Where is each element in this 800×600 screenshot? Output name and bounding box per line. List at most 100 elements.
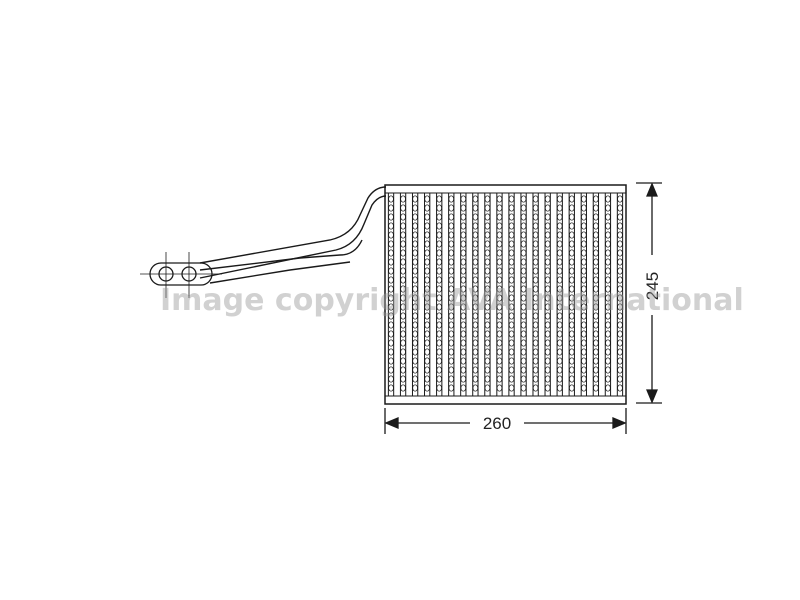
- fin-segment: [496, 366, 503, 374]
- fin-segment: [496, 204, 503, 212]
- fin-segment: [569, 303, 575, 311]
- fin-segment: [472, 339, 479, 347]
- fin-segment: [436, 258, 442, 266]
- fin-segment: [424, 285, 430, 293]
- fin-segment: [388, 231, 394, 239]
- fin-segment: [400, 195, 406, 203]
- fin-segment: [605, 267, 611, 275]
- fin-segment: [605, 258, 611, 266]
- fin-segment: [605, 195, 611, 203]
- fin-segment: [472, 204, 479, 212]
- fin-segment: [544, 330, 551, 338]
- fin-segment: [593, 213, 599, 221]
- fin-segment: [593, 348, 599, 356]
- fin-segment: [532, 357, 539, 365]
- fin-segment: [388, 312, 394, 320]
- fin-segment: [544, 231, 551, 239]
- fin-segment: [617, 222, 623, 230]
- fin-segment: [400, 366, 406, 374]
- fin-segment: [388, 204, 394, 212]
- fin-segment: [544, 339, 551, 347]
- fin-segment: [472, 330, 479, 338]
- fin-segment: [617, 384, 623, 392]
- fin-segment: [496, 375, 503, 383]
- fin-segment: [460, 312, 467, 320]
- fin-segment: [617, 195, 623, 203]
- fin-segment: [388, 267, 394, 275]
- fin-segment: [544, 312, 551, 320]
- watermark-text: Image copyright AVA International: [160, 283, 744, 318]
- fin-segment: [472, 303, 479, 311]
- fin-segment: [605, 204, 611, 212]
- fin-segment: [460, 267, 467, 275]
- fin-segment: [448, 330, 455, 338]
- fin-segment: [520, 231, 527, 239]
- fin-segment: [400, 204, 406, 212]
- fin-segment: [400, 348, 406, 356]
- fin-segment: [556, 222, 563, 230]
- fin-segment: [388, 366, 394, 374]
- fin-segment: [544, 276, 551, 284]
- fin-segment: [436, 348, 442, 356]
- fin-segment: [556, 231, 563, 239]
- fin-segment: [424, 321, 430, 329]
- fin-segment: [556, 267, 563, 275]
- fin-segment: [412, 375, 418, 383]
- fin-segment: [448, 231, 455, 239]
- fin-segment: [412, 258, 418, 266]
- fin-segment: [388, 249, 394, 257]
- fin-segment: [412, 294, 418, 302]
- fin-segment: [617, 294, 623, 302]
- fin-segment: [412, 366, 418, 374]
- fin-segment: [508, 357, 515, 365]
- fin-segment: [569, 267, 575, 275]
- fin-segment: [412, 348, 418, 356]
- fin-segment: [412, 267, 418, 275]
- fin-segment: [496, 213, 503, 221]
- fin-segment: [581, 384, 587, 392]
- fin-segment: [605, 303, 611, 311]
- fin-segment: [460, 249, 467, 257]
- fin-segment: [472, 321, 479, 329]
- fin-segment: [472, 384, 479, 392]
- fin-segment: [400, 285, 406, 293]
- fin-segment: [436, 366, 442, 374]
- fin-segment: [424, 375, 430, 383]
- fin-segment: [520, 375, 527, 383]
- fin-segment: [496, 303, 503, 311]
- fin-segment: [496, 384, 503, 392]
- fin-segment: [412, 213, 418, 221]
- fin-segment: [400, 267, 406, 275]
- fin-segment: [448, 195, 455, 203]
- fin-segment: [448, 357, 455, 365]
- fin-segment: [424, 249, 430, 257]
- fin-segment: [532, 330, 539, 338]
- fin-segment: [424, 276, 430, 284]
- fin-segment: [496, 285, 503, 293]
- fin-segment: [581, 213, 587, 221]
- fin-segment: [617, 204, 623, 212]
- fin-segment: [593, 204, 599, 212]
- fin-segment: [472, 312, 479, 320]
- fin-segment: [424, 330, 430, 338]
- fin-segment: [532, 384, 539, 392]
- fin-segment: [508, 348, 515, 356]
- fin-segment: [593, 375, 599, 383]
- fin-segment: [484, 195, 491, 203]
- fin-segment: [388, 321, 394, 329]
- fin-segment: [581, 321, 587, 329]
- fin-segment: [400, 258, 406, 266]
- fin-segment: [569, 366, 575, 374]
- fin-segment: [605, 276, 611, 284]
- fin-segment: [532, 348, 539, 356]
- fin-segment: [460, 348, 467, 356]
- fin-segment: [581, 285, 587, 293]
- fin-segment: [569, 384, 575, 392]
- fin-segment: [617, 303, 623, 311]
- fin-segment: [617, 312, 623, 320]
- fin-segment: [412, 240, 418, 248]
- fin-segment: [460, 375, 467, 383]
- fin-segment: [436, 204, 442, 212]
- fin-segment: [460, 294, 467, 302]
